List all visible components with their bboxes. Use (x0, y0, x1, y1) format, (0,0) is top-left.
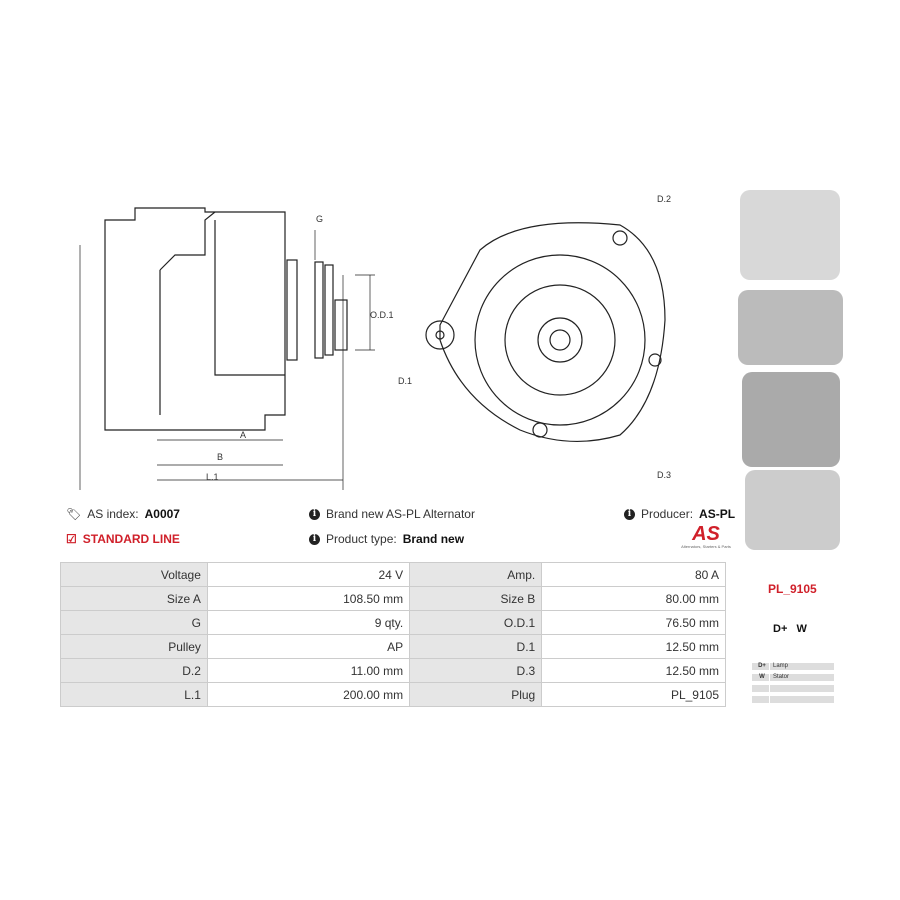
pin-function: Stator (773, 674, 790, 680)
as-index-value: A0007 (144, 507, 180, 521)
pin-name (752, 685, 770, 692)
info-icon: i (309, 508, 320, 520)
spec-label: Amp. (409, 562, 543, 587)
product-photo-angle[interactable] (745, 470, 840, 550)
spec-value: 24 V (206, 562, 411, 587)
label-b: B (217, 452, 224, 462)
spec-label: Voltage (60, 562, 208, 587)
info-icon: i (309, 533, 320, 545)
as-index: 🏷 AS index: A0007 (66, 507, 180, 521)
label-g: G (316, 214, 324, 224)
pin-name (752, 696, 770, 703)
spec-value: AP (206, 634, 411, 659)
spec-label: D.2 (60, 658, 208, 683)
spec-label: L.1 (60, 682, 208, 707)
spec-value: 200.00 mm (206, 682, 411, 707)
spec-label: D.3 (409, 658, 543, 683)
description: i Brand new AS-PL Alternator (309, 507, 475, 521)
info-icon: i (624, 508, 635, 520)
spec-value: PL_9105 (541, 682, 726, 707)
spec-value: 76.50 mm (541, 610, 726, 635)
pin-function (770, 685, 773, 692)
description-text: Brand new AS-PL Alternator (326, 507, 475, 521)
product-photo-back[interactable] (742, 372, 840, 467)
plug-pin-row: D+Lamp (752, 663, 834, 670)
tags-icon: 🏷 (66, 507, 82, 521)
spec-label: O.D.1 (409, 610, 543, 635)
spec-value: 12.50 mm (541, 634, 726, 659)
as-logo: AS Alternators, Starters & Parts (680, 524, 732, 549)
line-label: STANDARD LINE (82, 532, 180, 546)
label-d1: D.1 (398, 376, 413, 386)
plug-terminals: D+ W (773, 623, 807, 635)
plug-pin-row (752, 685, 834, 692)
spec-label: Pulley (60, 634, 208, 659)
label-d3: D.3 (657, 470, 672, 480)
spec-value: 80.00 mm (541, 586, 726, 611)
label-od1: O.D.1 (370, 310, 394, 320)
label-d2: D.2 (657, 194, 672, 204)
producer-label: Producer: (641, 507, 694, 521)
logo-text: AS (692, 523, 720, 545)
spec-label: D.1 (409, 634, 543, 659)
as-index-label: AS index: (87, 507, 139, 521)
producer-value: AS-PL (699, 507, 736, 521)
product-type-value: Brand new (402, 532, 465, 546)
spec-label: G (60, 610, 208, 635)
spec-label: Size A (60, 586, 208, 611)
spec-label: Size B (409, 586, 543, 611)
spec-value: 11.00 mm (206, 658, 411, 683)
producer: i Producer: AS-PL (624, 507, 735, 521)
standard-line: ☑ STANDARD LINE (66, 532, 180, 546)
spec-value: 9 qty. (206, 610, 411, 635)
product-photo-front[interactable] (740, 190, 840, 280)
spec-label: Plug (409, 682, 543, 707)
spec-value: 80 A (541, 562, 726, 587)
label-a: A (240, 430, 247, 440)
pin-function (770, 696, 773, 703)
plug-code: PL_9105 (768, 582, 817, 596)
product-type: i Product type: Brand new (309, 532, 464, 546)
product-photo-side[interactable] (738, 290, 843, 365)
logo-tagline: Alternators, Starters & Parts (681, 544, 731, 549)
side-view-drawing (79, 207, 375, 490)
product-type-label: Product type: (326, 532, 397, 546)
checkbox-icon: ☑ (66, 532, 77, 546)
label-l1: L.1 (206, 472, 219, 482)
plug-pin-row (752, 696, 834, 703)
spec-value: 12.50 mm (541, 658, 726, 683)
spec-value: 108.50 mm (206, 586, 411, 611)
front-view-drawing (425, 222, 666, 443)
pin-function: Lamp (773, 663, 789, 669)
pin-name: D+ (752, 663, 770, 670)
pin-name: W (752, 674, 770, 681)
